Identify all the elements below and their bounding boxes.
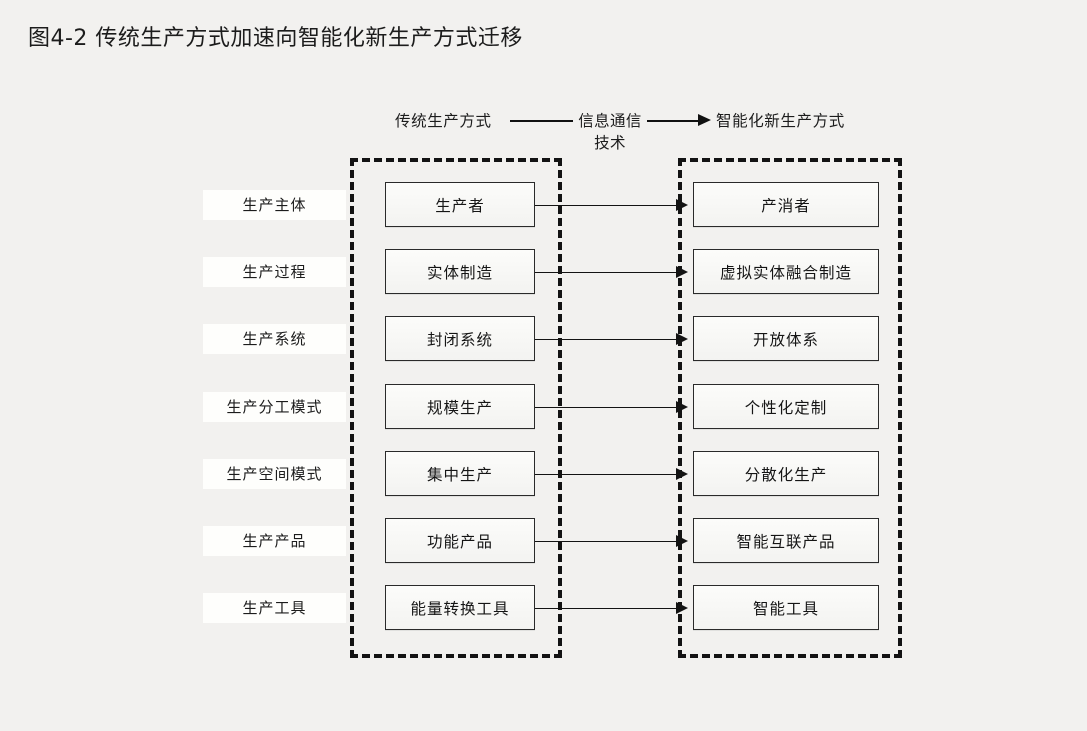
row-label: 生产系统: [203, 323, 346, 354]
intelligent-node-box[interactable]: 智能互联产品: [693, 518, 879, 563]
traditional-node-box[interactable]: 集中生产: [385, 451, 535, 496]
transition-arrow-head-icon: [676, 535, 688, 547]
transition-arrow: [535, 474, 678, 475]
row-label: 生产主体: [203, 189, 346, 220]
transition-arrow-head-icon: [676, 333, 688, 345]
row-label: 生产过程: [203, 256, 346, 287]
transition-arrow: [535, 541, 678, 542]
traditional-node-box[interactable]: 规模生产: [385, 384, 535, 429]
figure-title: 图4-2 传统生产方式加速向智能化新生产方式迁移: [28, 26, 523, 51]
traditional-group-container: [350, 158, 562, 658]
traditional-node-box[interactable]: 生产者: [385, 182, 535, 227]
transition-arrow-head-icon: [676, 401, 688, 413]
transition-arrow-head-icon: [676, 602, 688, 614]
intelligent-node-box[interactable]: 虚拟实体融合制造: [693, 249, 879, 294]
legend-line-icon: [510, 120, 573, 122]
row-label: 生产分工模式: [203, 391, 346, 422]
legend-ict-label: 信息通信技术: [578, 112, 642, 152]
traditional-node-box[interactable]: 能量转换工具: [385, 585, 535, 630]
transition-arrow: [535, 339, 678, 340]
transition-arrow: [535, 205, 678, 206]
intelligent-node-box[interactable]: 个性化定制: [693, 384, 879, 429]
transition-arrow: [535, 407, 678, 408]
intelligent-node-box[interactable]: 开放体系: [693, 316, 879, 361]
legend-arrow-head-icon: [698, 114, 711, 126]
intelligent-node-box[interactable]: 智能工具: [693, 585, 879, 630]
legend-traditional-label: 传统生产方式: [395, 112, 492, 130]
transition-arrow-head-icon: [676, 199, 688, 211]
intelligent-node-box[interactable]: 产消者: [693, 182, 879, 227]
transition-arrow-head-icon: [676, 468, 688, 480]
transition-arrow: [535, 272, 678, 273]
legend: 传统生产方式 信息通信技术 智能化新生产方式: [395, 104, 895, 156]
row-label: 生产产品: [203, 525, 346, 556]
transition-arrow-head-icon: [676, 266, 688, 278]
row-label: 生产工具: [203, 592, 346, 623]
transition-arrow: [535, 608, 678, 609]
row-label: 生产空间模式: [203, 458, 346, 489]
traditional-node-box[interactable]: 功能产品: [385, 518, 535, 563]
legend-arrow-icon: [647, 120, 699, 122]
legend-intelligent-label: 智能化新生产方式: [716, 112, 845, 130]
traditional-node-box[interactable]: 实体制造: [385, 249, 535, 294]
traditional-node-box[interactable]: 封闭系统: [385, 316, 535, 361]
intelligent-node-box[interactable]: 分散化生产: [693, 451, 879, 496]
